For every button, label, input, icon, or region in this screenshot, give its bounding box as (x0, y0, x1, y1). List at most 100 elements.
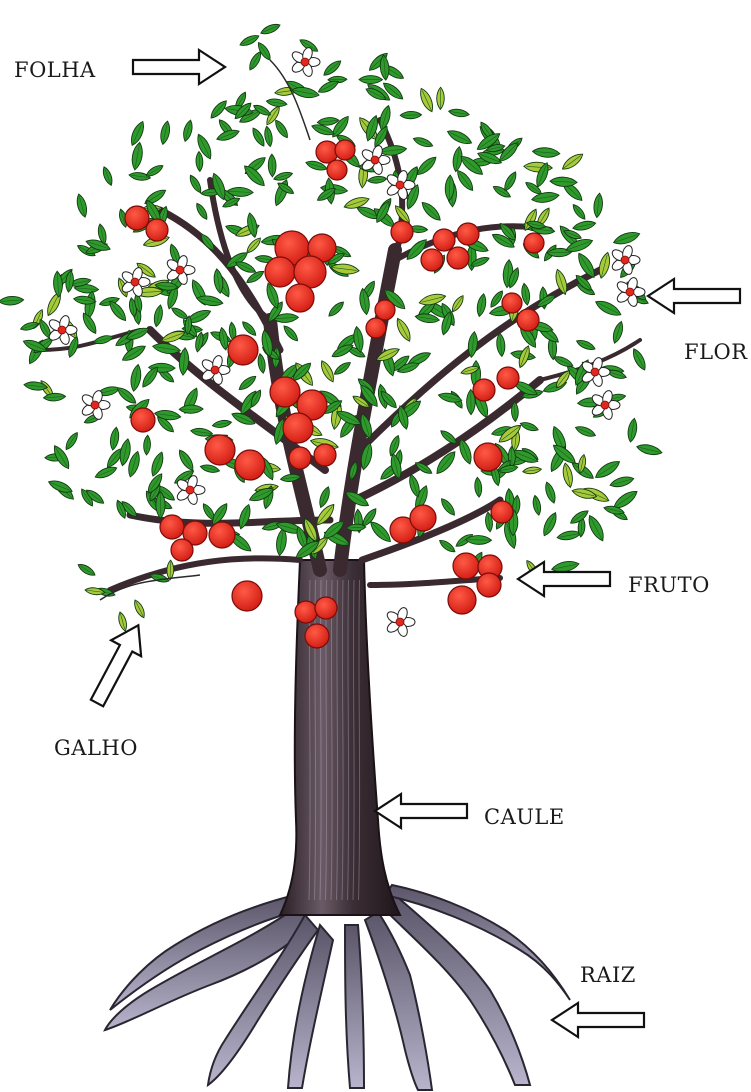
label-caule: CAULE (484, 805, 565, 829)
leaf (571, 203, 588, 222)
fruit-46 (315, 597, 337, 619)
leaf (159, 120, 172, 145)
fruit-27 (205, 435, 235, 465)
fruit-5 (146, 219, 168, 241)
label-galho: GALHO (54, 736, 138, 760)
leaf (438, 538, 457, 554)
leaf (75, 193, 89, 218)
fruit-26 (314, 444, 336, 466)
fruit-16 (524, 233, 544, 253)
fruit-32 (474, 443, 502, 471)
fruit-18 (366, 318, 386, 338)
leaf (268, 154, 276, 177)
fruit-43 (448, 586, 476, 614)
leaf (120, 342, 147, 364)
arrow-folha (133, 50, 225, 84)
arrow-caule (375, 794, 467, 828)
fruit-29 (131, 408, 155, 432)
leaf (636, 442, 663, 457)
leaf (448, 108, 470, 118)
leaf (109, 427, 120, 451)
fruit-47 (305, 624, 329, 648)
leaf (273, 118, 291, 139)
fruit-44 (232, 581, 262, 611)
leaf (474, 477, 483, 498)
leaves (0, 22, 663, 632)
leaf (575, 338, 596, 352)
leaf (266, 98, 288, 108)
leaf (367, 175, 387, 184)
leaf (496, 333, 506, 357)
arrow-galho (82, 617, 153, 711)
leaf (130, 142, 144, 171)
fruit-17 (375, 300, 395, 320)
leaf (187, 174, 203, 195)
fruit-13 (457, 223, 479, 245)
fruit-9 (294, 256, 326, 288)
leaf (250, 126, 267, 148)
fruit-39 (410, 505, 436, 531)
leaf (153, 304, 165, 327)
leaf (273, 170, 294, 182)
leaf (446, 127, 474, 147)
leaf (176, 448, 196, 473)
leaf (101, 166, 115, 187)
leaf (609, 474, 635, 489)
root-4 (345, 925, 364, 1088)
fruit-21 (228, 335, 258, 365)
leaf (132, 598, 147, 619)
fruit-3 (327, 160, 347, 180)
leaf (574, 424, 597, 439)
leaf (237, 374, 258, 393)
leaf (400, 111, 422, 119)
branch-5 (110, 558, 300, 590)
fruit-12 (433, 229, 455, 251)
flower-4 (165, 254, 195, 285)
leaf (439, 497, 457, 518)
leaf (117, 611, 129, 632)
leaf (194, 202, 209, 221)
fruit-31 (497, 367, 519, 389)
leaf (107, 299, 129, 324)
leaf (145, 163, 165, 179)
leaf (167, 560, 174, 580)
leaf (321, 58, 343, 78)
leaf (540, 511, 559, 538)
fruit-2 (335, 140, 355, 160)
label-raiz: RAIZ (580, 963, 636, 987)
leaf (630, 347, 648, 372)
leaf (593, 458, 622, 482)
leaf (572, 219, 597, 232)
fruit-25 (289, 447, 311, 469)
leaf (196, 151, 204, 171)
leaf (556, 529, 581, 541)
leaf (531, 495, 542, 516)
fruit-36 (209, 522, 235, 548)
fruit-11 (391, 221, 413, 243)
label-fruto: FRUTO (628, 573, 710, 597)
leaf (612, 229, 641, 247)
leaf (394, 316, 414, 343)
fruit-37 (171, 539, 193, 561)
leaf (597, 251, 612, 279)
fruit-30 (473, 379, 495, 401)
leaf (0, 296, 24, 306)
fruit-33 (491, 501, 513, 523)
leaf (412, 135, 434, 149)
leaf (128, 120, 147, 147)
fruit-42 (477, 573, 501, 597)
leaf (519, 420, 539, 432)
leaf (593, 193, 604, 218)
fruit-40 (453, 553, 479, 579)
leaf (532, 147, 560, 159)
label-flor: FLOR (684, 340, 748, 364)
leaf (257, 353, 267, 374)
label-folha: FOLHA (14, 58, 96, 82)
leaf (143, 435, 151, 455)
leaf (332, 360, 352, 377)
arrow-raiz (552, 1003, 644, 1037)
fruit-45 (295, 601, 317, 623)
leaf (181, 119, 194, 142)
